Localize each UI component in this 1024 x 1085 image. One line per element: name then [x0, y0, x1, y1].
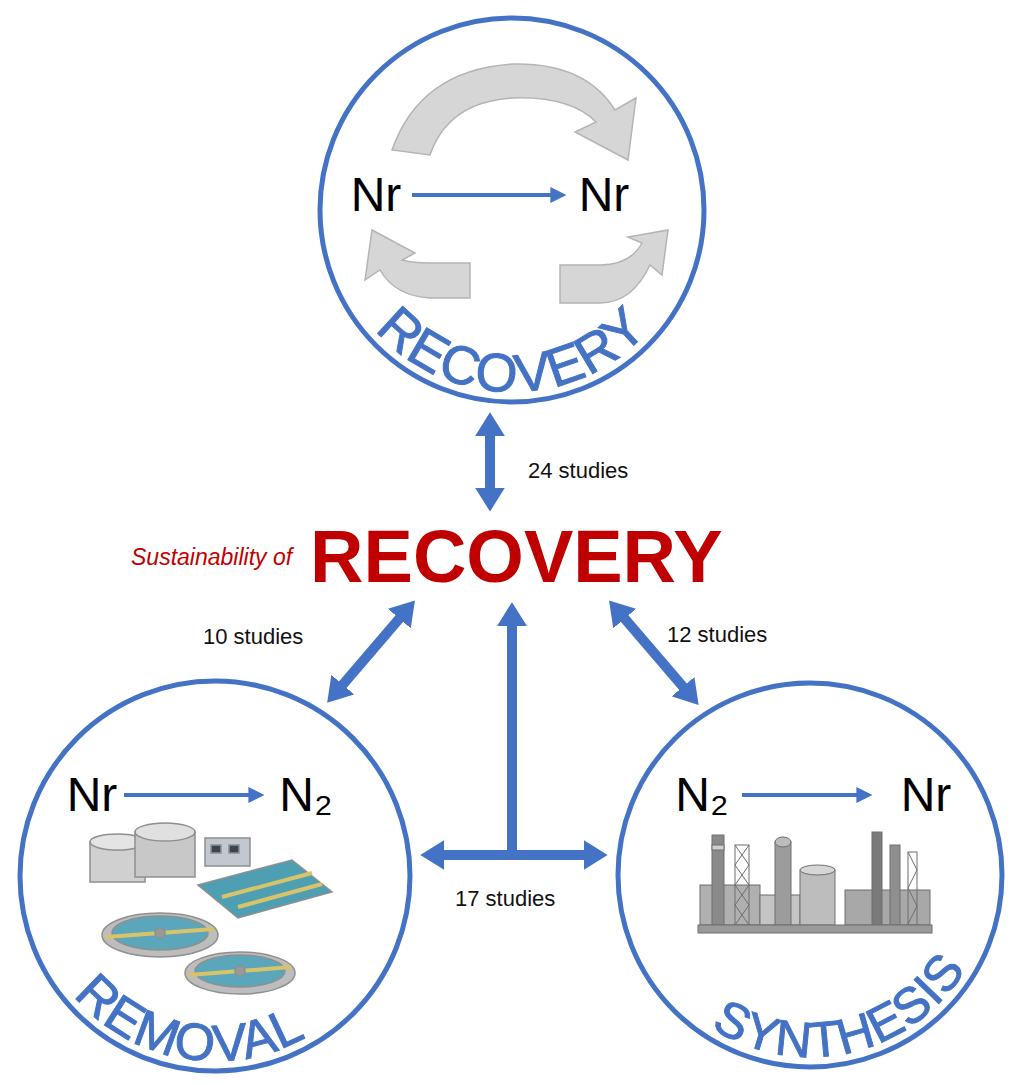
walkway	[222, 873, 312, 897]
clarifier-hub	[235, 966, 245, 976]
chimney	[712, 835, 724, 925]
factory-building	[700, 885, 760, 925]
lattice-tower	[908, 852, 917, 925]
plant-building	[205, 838, 250, 866]
circle-title: RECOVERY	[367, 294, 657, 404]
treatment-plant	[90, 823, 332, 994]
building-window	[229, 845, 239, 853]
walkway	[238, 884, 322, 907]
storage-tank	[800, 870, 835, 925]
study-count: 12 studies	[664, 622, 770, 648]
chimney	[872, 832, 882, 925]
recovery-circle: RECOVERY Nr Nr	[317, 15, 707, 405]
clarifier-water	[195, 955, 285, 987]
circle-title: REMOVAL	[65, 962, 312, 1073]
storage-tank	[800, 865, 835, 875]
lattice-tower	[735, 845, 749, 925]
double-arrow	[341, 617, 401, 687]
circle-title: SYNTHESIS	[705, 942, 975, 1069]
study-count: 10 studies	[200, 624, 306, 650]
synthesis-circle: SYNTHESIS N₂ Nr	[615, 680, 1005, 1070]
recycle-symbol	[365, 64, 668, 303]
circle-outline: SYNTHESIS	[615, 680, 1005, 1070]
circle-outline: REMOVAL	[17, 678, 413, 1074]
clarifier-water	[112, 916, 208, 950]
clarifier	[102, 913, 218, 957]
aeration-basin	[198, 860, 332, 918]
clarifier	[185, 952, 295, 994]
recycle-arrow	[365, 230, 470, 298]
lattice-tower	[735, 845, 749, 925]
ground	[698, 925, 932, 933]
removal-circle: REMOVAL Nr N₂	[17, 678, 413, 1074]
reaction-arrow	[124, 793, 250, 797]
double-arrow	[512, 624, 586, 855]
recycle-arrow	[560, 230, 668, 303]
storage-tank	[135, 823, 195, 841]
formula-symbol: N₂	[279, 771, 332, 819]
formula-symbol: N₂	[675, 771, 728, 819]
reaction-arrow	[742, 793, 858, 797]
double-arrow	[485, 434, 495, 490]
process-column	[775, 842, 791, 925]
recycle-arrow	[392, 64, 636, 160]
reaction-arrow	[412, 193, 552, 197]
central-title: Sustainability of RECOVERY	[131, 520, 723, 594]
double-arrow	[442, 624, 512, 855]
formula-symbol: Nr	[67, 771, 118, 819]
study-count: 24 studies	[525, 458, 631, 484]
title-text: RECOVERY	[310, 520, 723, 594]
formula-symbol: Nr	[579, 171, 630, 219]
chimney-band	[712, 845, 724, 850]
chimney	[890, 845, 900, 925]
building-window	[211, 845, 221, 853]
subtitle-text: Sustainability of	[131, 546, 292, 569]
lattice-tower	[908, 852, 917, 924]
walkway	[106, 929, 214, 937]
walkway	[189, 967, 291, 975]
process-column	[775, 837, 791, 847]
clarifier-hub	[155, 928, 165, 938]
study-count: 17 studies	[452, 886, 558, 912]
formula-symbol: Nr	[901, 771, 952, 819]
factory	[698, 832, 932, 933]
formula-symbol: Nr	[351, 171, 402, 219]
